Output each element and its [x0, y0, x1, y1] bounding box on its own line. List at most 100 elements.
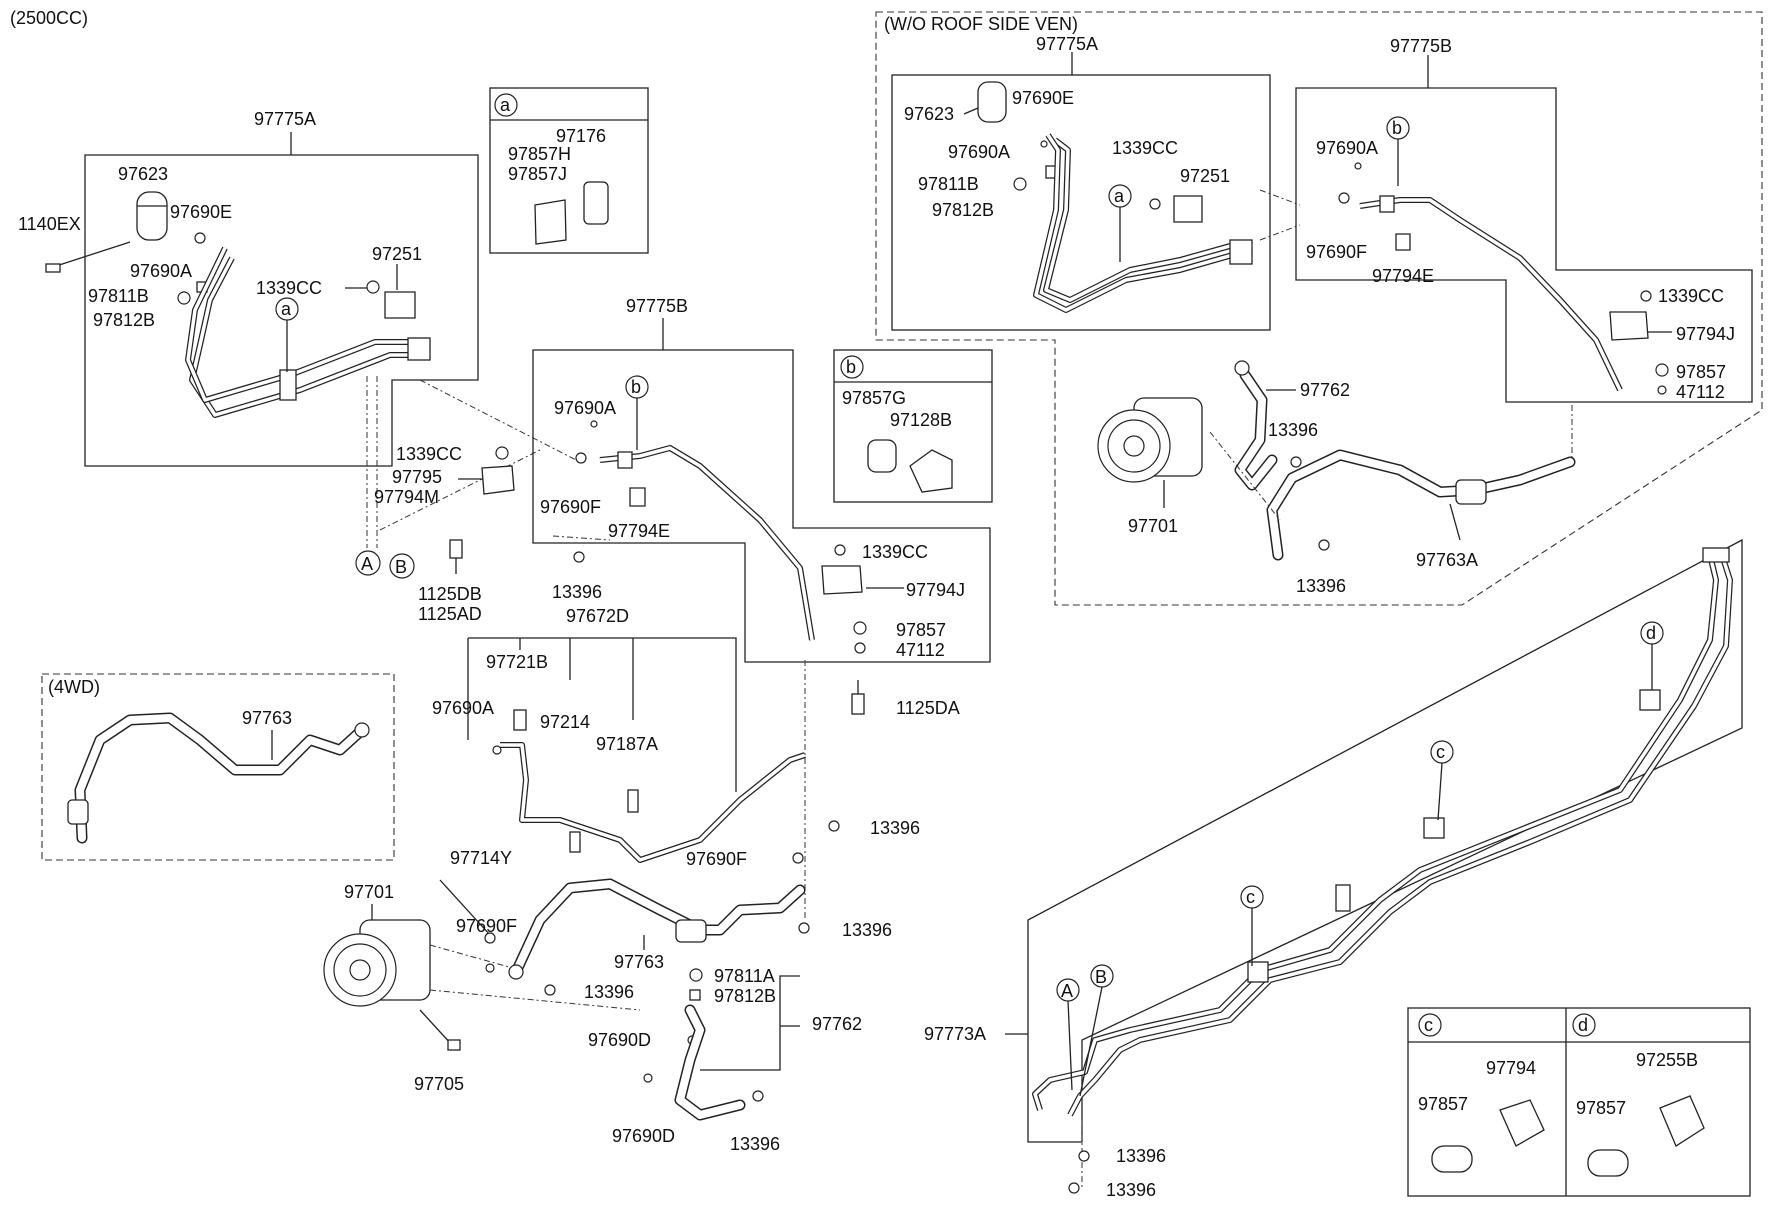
compressor-97701-right: 97701 97762 13396 13396 97763A [1097, 360, 1576, 596]
svg-text:c: c [1246, 887, 1255, 907]
label-r-97690A-2: 97690A [1316, 138, 1378, 158]
label-47112: 47112 [896, 640, 945, 660]
label-97690F-1: 97690F [540, 497, 601, 517]
label-97794J: 97794J [906, 580, 965, 600]
detail-cd-box: c d 97794 97857 97255B 97857 [1407, 1007, 1751, 1197]
label-b-13396-1: 13396 [1116, 1146, 1166, 1166]
label-97857J: 97857J [508, 164, 567, 184]
label-r-13396: 13396 [1268, 420, 1318, 440]
svg-text:B: B [1095, 967, 1107, 987]
label-1125AD: 1125AD [418, 604, 482, 624]
marker-B-left [389, 553, 415, 579]
detail-b-box: b 97857G 97128B [833, 349, 993, 503]
svg-text:B: B [395, 557, 407, 577]
label-13396-4: 13396 [584, 982, 634, 1002]
label-97857G: 97857G [842, 388, 906, 408]
hose-97762-left: 97811A 97812B 97762 97690D 97690D 13396 [588, 966, 862, 1154]
label-r-97763A: 97763A [1416, 550, 1478, 570]
label-97176: 97176 [556, 126, 606, 146]
svg-text:d: d [1578, 1015, 1588, 1035]
label-97775B: 97775B [626, 296, 688, 316]
assembly-97775B-left: 97775B b 97690A 97690F 97794E 13396 1339… [532, 296, 991, 718]
receiver-drier-97623-r [977, 81, 1007, 123]
group-wo-roof-label: (W/O ROOF SIDE VEN) [884, 14, 1078, 34]
label-r-97701: 97701 [1128, 516, 1178, 536]
label-97795: 97795 [392, 467, 442, 487]
svg-text:b: b [631, 377, 641, 397]
svg-text:a: a [1114, 186, 1125, 206]
group-4wd-label: (4WD) [48, 677, 100, 697]
label-1339CC-1: 1339CC [256, 278, 322, 298]
label-r-1339CC-2: 1339CC [1658, 286, 1724, 306]
label-d-97255B: 97255B [1636, 1050, 1698, 1070]
group-4wd-box [41, 673, 395, 861]
label-r-47112: 47112 [1676, 382, 1725, 402]
svg-text:A: A [1061, 981, 1073, 1001]
assembly-97775B-right: 97775B b 97690A 97690F 97794E 1339CC 977… [1295, 36, 1753, 403]
label-97721B: 97721B [486, 652, 548, 672]
label-b-97773A: 97773A [924, 1024, 986, 1044]
label-1125DA: 1125DA [896, 698, 960, 718]
label-13396-5: 13396 [730, 1134, 780, 1154]
label-97690D-1: 97690D [588, 1030, 651, 1050]
hose-97763-4wd: 97763 [67, 708, 370, 844]
assembly-97773A: 97773A c c d A B 13396 13396 [924, 538, 1743, 1200]
label-r-97775A: 97775A [1036, 34, 1098, 54]
label-1140EX: 1140EX [18, 214, 81, 234]
label-97705: 97705 [414, 1074, 464, 1094]
label-r-97251: 97251 [1180, 166, 1230, 186]
svg-text:c: c [1424, 1015, 1433, 1035]
label-97763-b: 97763 [614, 952, 664, 972]
assembly-97672D: 97672D 97721B 97690A 97214 97187A [432, 606, 806, 863]
hose-97763-main: 97763 13396 [508, 878, 806, 1002]
label-r-97775B: 97775B [1390, 36, 1452, 56]
label-13396-3: 13396 [842, 920, 892, 940]
label-97701: 97701 [344, 882, 394, 902]
compressor-97701-left: 97701 97714Y 97690F 97705 [323, 848, 641, 1094]
label-97690F-2: 97690F [686, 849, 747, 869]
label-13396-1: 13396 [552, 582, 602, 602]
label-r-97794J: 97794J [1676, 324, 1735, 344]
label-r-97623: 97623 [904, 104, 954, 124]
label-97690F-3: 97690F [456, 916, 517, 936]
svg-text:a: a [500, 95, 511, 115]
label-97128B: 97128B [890, 410, 952, 430]
svg-text:d: d [1646, 623, 1656, 643]
label-r-97762: 97762 [1300, 380, 1350, 400]
label-c-97857: 97857 [1418, 1094, 1468, 1114]
receiver-drier-97623 [136, 191, 168, 241]
label-97214: 97214 [540, 712, 590, 732]
label-97690A-2: 97690A [554, 398, 616, 418]
label-97857H: 97857H [508, 144, 571, 164]
label-r-97690E: 97690E [1012, 88, 1074, 108]
label-13396-2: 13396 [870, 818, 920, 838]
label-97812B-2: 97812B [714, 986, 776, 1006]
label-b-13396-2: 13396 [1106, 1180, 1156, 1200]
label-r-13396-2: 13396 [1296, 576, 1346, 596]
label-c-97794: 97794 [1486, 1058, 1536, 1078]
svg-text:c: c [1436, 742, 1445, 762]
label-1339CC-2: 1339CC [396, 444, 462, 464]
svg-text:a: a [281, 299, 292, 319]
detail-a-box: a 97176 97857H 97857J [489, 87, 649, 254]
label-d-97857: 97857 [1576, 1098, 1626, 1118]
label-97187A: 97187A [596, 734, 658, 754]
label-97623: 97623 [118, 164, 168, 184]
label-97690E: 97690E [170, 202, 232, 222]
label-97811A: 97811A [714, 966, 775, 986]
label-r-97812B: 97812B [932, 200, 994, 220]
label-r-97811B: 97811B [918, 174, 979, 194]
label-97775A: 97775A [254, 109, 316, 129]
assembly-97775A-left: 97775A 97623 97690E 1140EX 97690A 97811B… [18, 109, 479, 467]
label-97251: 97251 [372, 244, 422, 264]
engine-label: (2500CC) [10, 8, 88, 28]
label-r-97690A: 97690A [948, 142, 1010, 162]
label-97811B: 97811B [88, 286, 149, 306]
label-97690A-1: 97690A [130, 261, 192, 281]
group-wo-roof-box [875, 11, 1763, 606]
label-97690D-2: 97690D [612, 1126, 675, 1146]
label-97857: 97857 [896, 620, 946, 640]
assembly-97775A-right: 97775A 97623 97690E 97690A 97811B 97812B… [891, 34, 1271, 331]
svg-text:b: b [846, 357, 856, 377]
